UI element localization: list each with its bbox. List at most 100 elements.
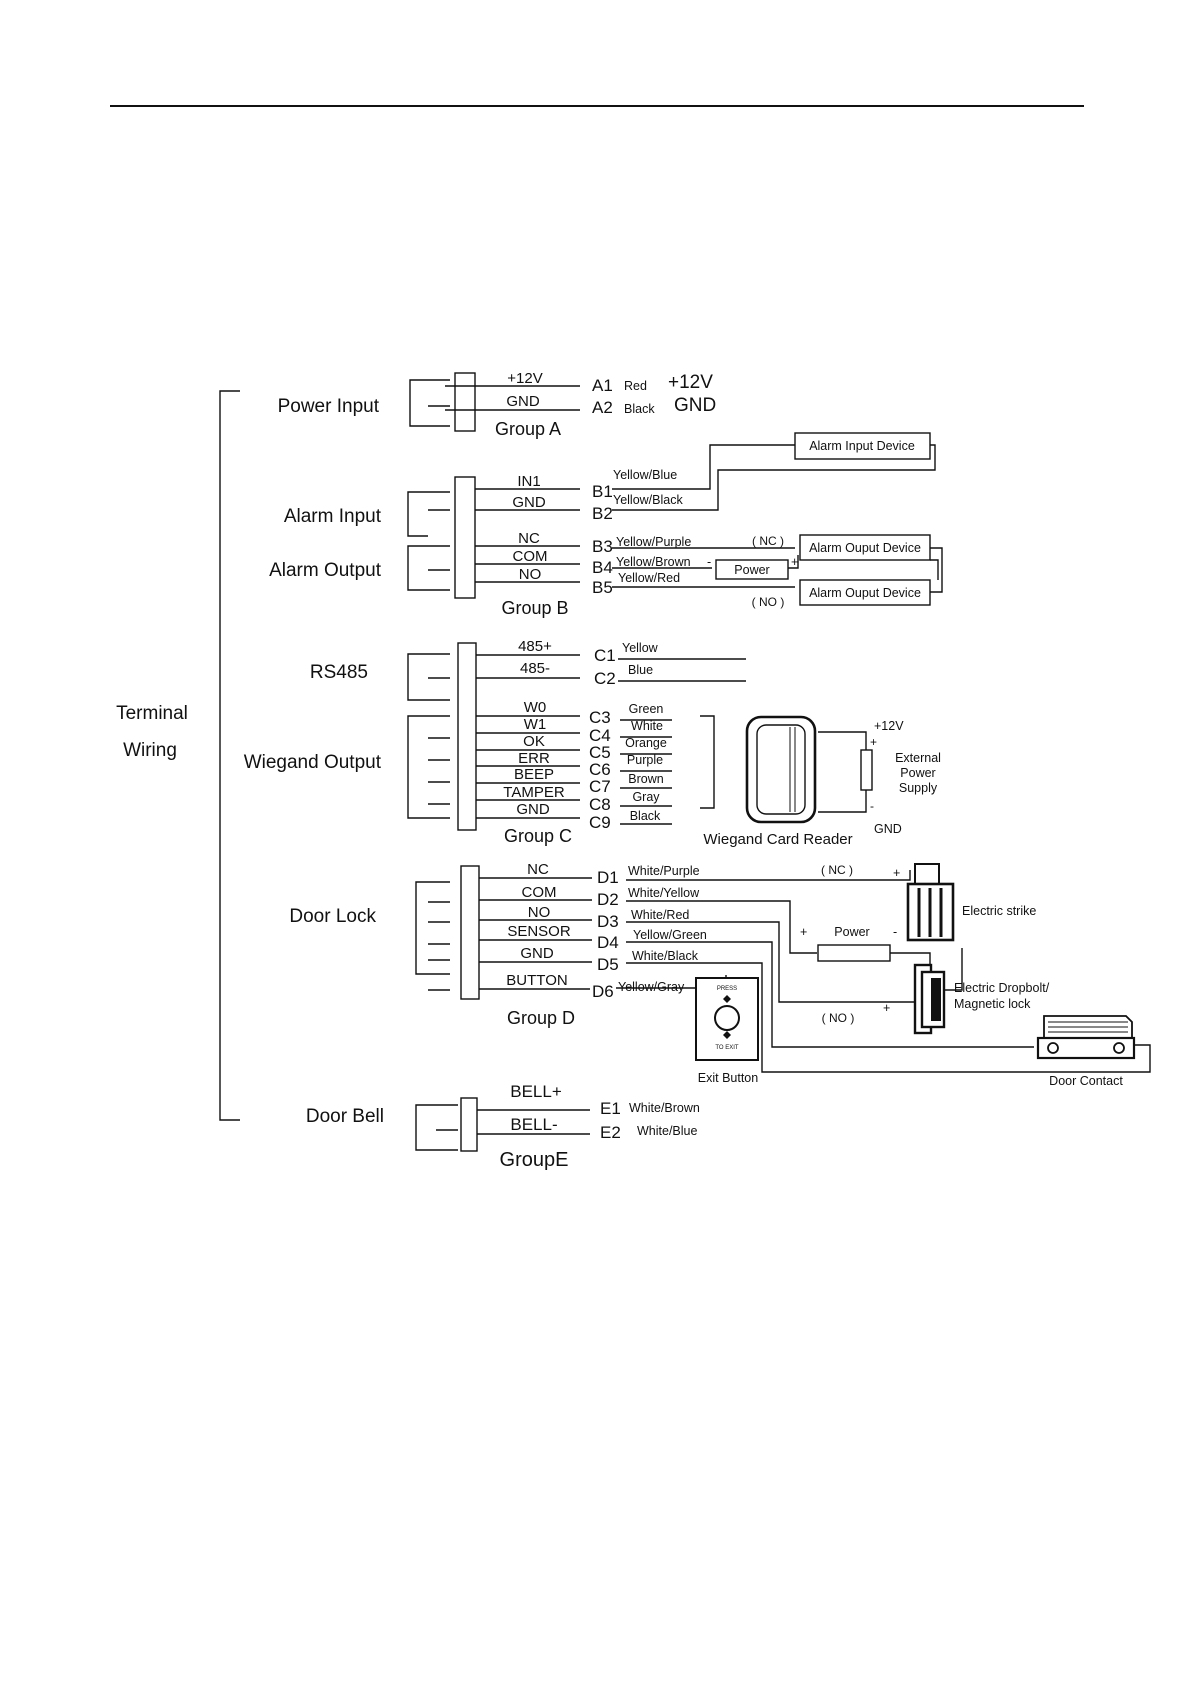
group-b: IN1 GND NC COM NO B1 B2 B3 B4 B5 Yellow/… — [407, 432, 943, 618]
code-a2: A2 — [592, 398, 613, 417]
pin-b1: IN1 — [517, 473, 540, 490]
door-contact-icon — [1036, 1015, 1136, 1060]
exit-button-label: Exit Button — [698, 1071, 758, 1085]
section-alarm-output: Alarm Output — [269, 560, 382, 581]
pin-c2: 485- — [520, 660, 550, 677]
wire-d6: Yellow/Gray — [618, 980, 685, 994]
code-d6: D6 — [592, 982, 614, 1001]
code-d3: D3 — [597, 912, 619, 931]
pin-c6: ERR — [518, 750, 550, 767]
wire-a1: Red — [624, 379, 647, 393]
wire-a2: Black — [624, 402, 655, 416]
code-e1: E1 — [600, 1099, 621, 1118]
wire-d3: White/Red — [631, 908, 689, 922]
pin-b4: COM — [513, 548, 548, 565]
wire-b5: Yellow/Red — [618, 571, 680, 585]
code-a1: A1 — [592, 376, 613, 395]
pin-c7: BEEP — [514, 766, 554, 783]
pin-c9: GND — [516, 801, 550, 818]
pin-d2: COM — [522, 884, 557, 901]
pin-c4: W1 — [524, 716, 547, 733]
pin-c5: OK — [523, 733, 545, 750]
code-c6: C6 — [589, 760, 611, 779]
wire-c1: Yellow — [622, 641, 659, 655]
code-d2: D2 — [597, 890, 619, 909]
wire-c6: Purple — [627, 753, 663, 767]
code-d5: D5 — [597, 955, 619, 974]
group-b-label: Group B — [501, 598, 568, 618]
door-contact-label: Door Contact — [1049, 1074, 1123, 1088]
section-power-input: Power Input — [278, 396, 380, 417]
group-d-label: Group D — [507, 1008, 575, 1028]
code-b3: B3 — [592, 537, 613, 556]
b-minus: - — [707, 555, 711, 569]
wire-c4: White — [631, 719, 663, 733]
wire-e2: White/Blue — [637, 1124, 697, 1138]
terminal-label-2: Wiring — [123, 740, 177, 761]
pin-d3: NO — [528, 904, 551, 921]
code-d1: D1 — [597, 868, 619, 887]
wire-c2: Blue — [628, 663, 653, 677]
section-rs485: RS485 — [310, 662, 368, 683]
wire-b2: Yellow/Black — [613, 493, 683, 507]
alarm-output-device-nc: Alarm Ouput Device — [809, 541, 921, 555]
group-c-label: Group C — [504, 826, 572, 846]
d-plus-dropbolt: + — [883, 1001, 890, 1015]
pin-c8: TAMPER — [503, 784, 565, 801]
group-e-label: GroupE — [500, 1149, 569, 1171]
wire-b1: Yellow/Blue — [613, 468, 677, 482]
group-a: +12V GND A1 A2 Red Black +12V GND Group … — [409, 370, 716, 439]
wire-c7: Brown — [628, 772, 663, 786]
wire-d4: Yellow/Green — [633, 928, 707, 942]
wire-c3: Green — [629, 702, 664, 716]
code-d4: D4 — [597, 933, 619, 952]
group-c: 485+ 485- W0 W1 OK ERR BEEP TAMPER GND C… — [407, 638, 941, 848]
pin-a1: +12V — [507, 370, 542, 387]
supply-small-minus: - — [870, 799, 874, 813]
wire-e1: White/Brown — [629, 1101, 700, 1115]
section-door-bell: Door Bell — [306, 1106, 384, 1127]
wire-d5: White/Black — [632, 949, 699, 963]
code-c3: C3 — [589, 708, 611, 727]
d-power: Power — [834, 925, 869, 939]
pin-b3: NC — [518, 530, 540, 547]
section-wiegand-output: Wiegand Output — [244, 752, 382, 773]
code-c5: C5 — [589, 743, 611, 762]
magnetic-lock-icon — [913, 963, 946, 1035]
supply-plus-12v: +12V — [874, 719, 904, 733]
terminal-bracket — [219, 390, 240, 1121]
pin-d4: SENSOR — [507, 923, 571, 940]
pin-a2: GND — [506, 393, 540, 410]
exit-button-icon: PRESS TO EXIT — [695, 977, 759, 1061]
wire-d2: White/Yellow — [628, 886, 700, 900]
dropbolt-label-2: Magnetic lock — [954, 997, 1031, 1011]
wire-c5: Orange — [625, 736, 667, 750]
group-d: NC COM NO SENSOR GND BUTTON D1 D2 D3 D4 … — [415, 861, 1151, 1088]
pin-c1: 485+ — [518, 638, 552, 655]
alarm-input-device: Alarm Input Device — [809, 439, 915, 453]
pin-e1: BELL+ — [510, 1082, 562, 1101]
alarm-output-device-no: Alarm Ouput Device — [809, 586, 921, 600]
d-minus-power: - — [893, 925, 897, 939]
terminal-label-1: Terminal — [116, 703, 188, 724]
code-b4: B4 — [592, 558, 613, 577]
pin-d5: GND — [520, 945, 554, 962]
d-plus-strike: + — [893, 866, 900, 880]
pin-b5: NO — [519, 566, 542, 583]
group-e: BELL+ BELL- E1 E2 White/Brown White/Blue… — [415, 1082, 700, 1171]
b-nc: ( NC ) — [752, 534, 784, 548]
wire-b4: Yellow/Brown — [616, 555, 691, 569]
pin-b2: GND — [512, 494, 546, 511]
supply-label-1: External — [895, 751, 941, 765]
svg-text:TO EXIT: TO EXIT — [715, 1045, 739, 1051]
wire-c8: Gray — [632, 790, 660, 804]
code-b5: B5 — [592, 578, 613, 597]
card-reader-label: Wiegand Card Reader — [703, 831, 852, 848]
pin-c3: W0 — [524, 699, 547, 716]
supply-gnd: GND — [874, 822, 902, 836]
electric-strike-icon — [906, 863, 955, 942]
group-a-label: Group A — [495, 419, 561, 439]
wire-c9: Black — [630, 809, 661, 823]
code-c8: C8 — [589, 795, 611, 814]
